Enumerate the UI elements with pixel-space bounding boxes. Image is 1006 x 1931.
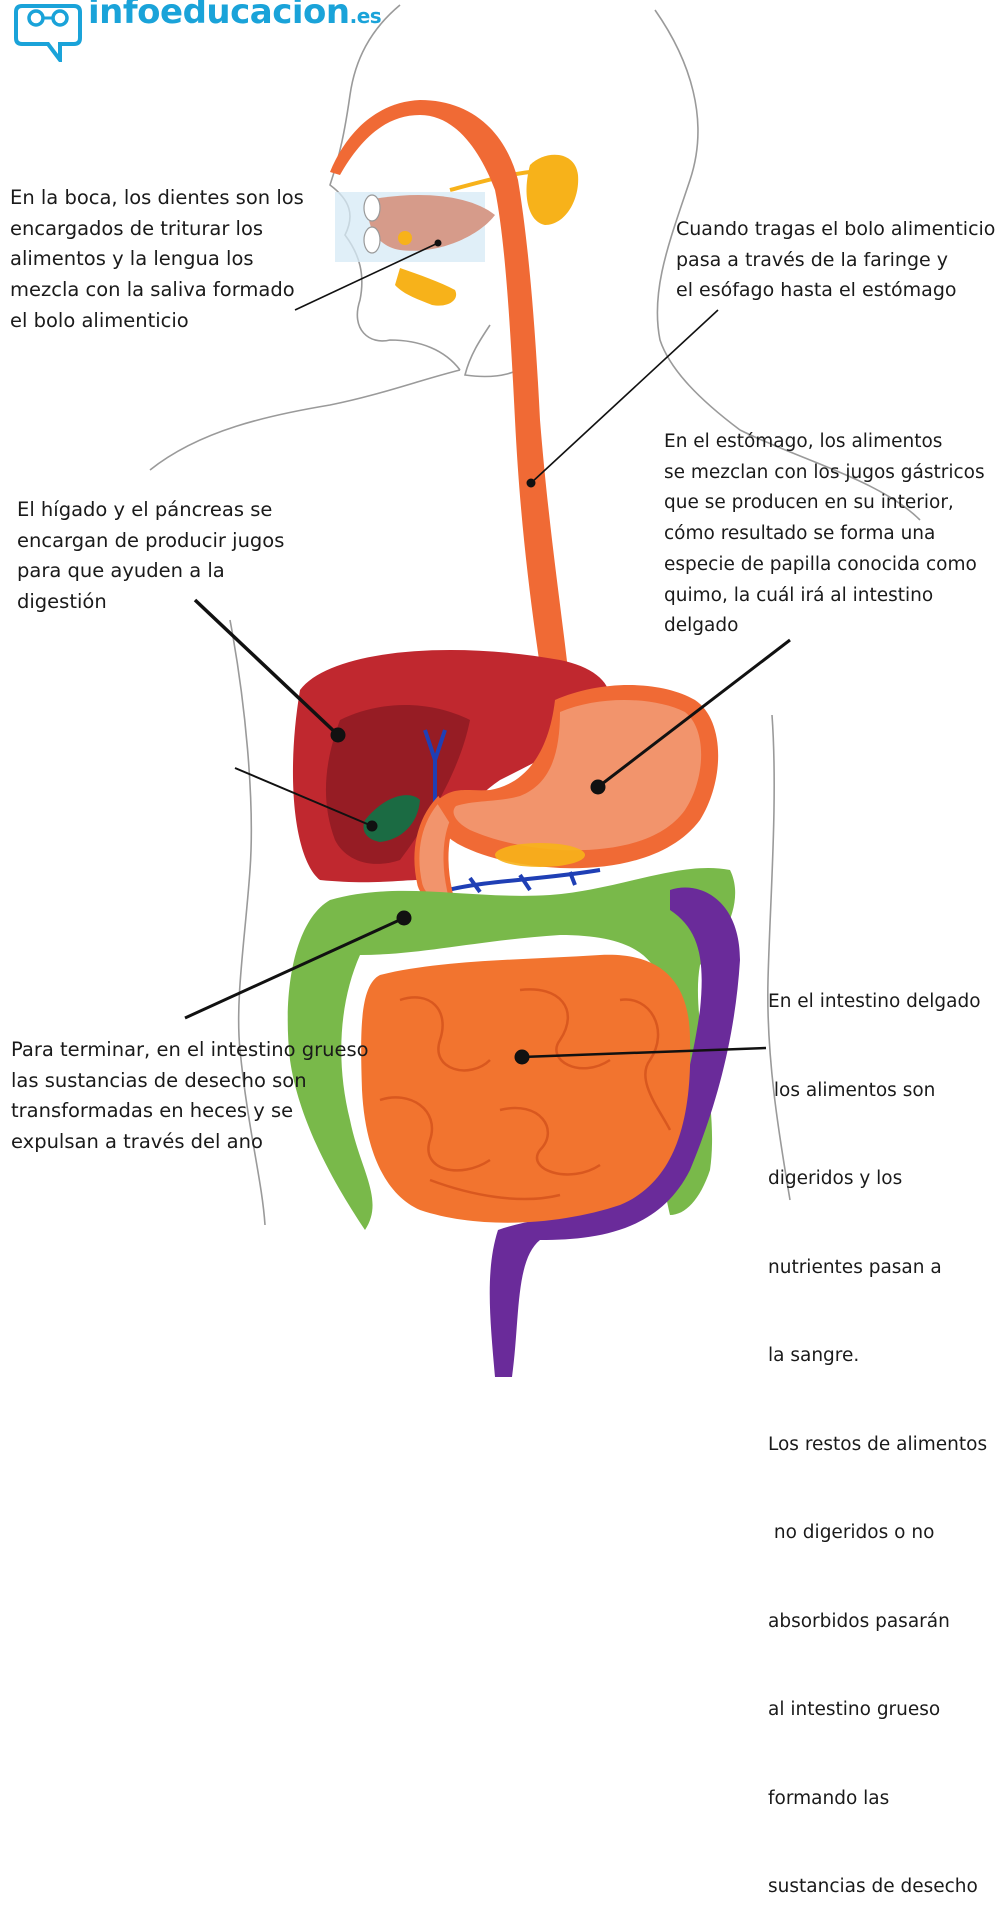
annotation-line: quimo, la cuál irá al intestino — [664, 581, 985, 612]
annotation-line: En el intestino delgado — [768, 987, 987, 1017]
annotation-small-intestine: En el intestino delgado los alimentos so… — [768, 928, 987, 1931]
glasses-bubble-icon — [12, 0, 84, 62]
annotation-line: Cuando tragas el bolo alimenticio — [676, 214, 995, 245]
annotation-line: las sustancias de desecho son — [11, 1066, 369, 1097]
annotation-line: el esófago hasta el estómago — [676, 275, 995, 306]
annotation-line: expulsan a través del ano — [11, 1127, 369, 1158]
annotation-line: cómo resultado se forma una — [664, 519, 985, 550]
annotation-line: delgado — [664, 611, 985, 642]
annotation-line: Los restos de alimentos — [768, 1430, 987, 1460]
annotation-mouth: En la boca, los dientes son los encargad… — [10, 183, 304, 337]
annotation-line: se mezclan con los jugos gástricos — [664, 458, 985, 489]
annotation-line: absorbidos pasarán — [768, 1607, 987, 1637]
annotation-line: En el estómago, los alimentos — [664, 427, 985, 458]
annotation-line: que se producen en su interior, — [664, 488, 985, 519]
annotation-line: nutrientes pasan a — [768, 1253, 987, 1283]
leader-liver — [195, 600, 345, 742]
brand-name: infoeducacion — [88, 0, 350, 32]
annotation-line: digestión — [17, 587, 284, 618]
annotation-line: no digeridos o no — [768, 1518, 987, 1548]
annotation-line: encargan de producir jugos — [17, 526, 284, 557]
brand-logo[interactable]: infoeducacion.es — [12, 0, 372, 70]
annotation-line: encargados de triturar los — [10, 214, 304, 245]
annotation-line: para que ayuden a la — [17, 556, 284, 587]
small-intestine — [361, 955, 690, 1223]
annotation-line: transformadas en heces y se — [11, 1096, 369, 1127]
annotation-line: pasa a través de la faringe y — [676, 245, 995, 276]
annotation-line: mezcla con la saliva formado — [10, 275, 304, 306]
annotation-large-intestine: Para terminar, en el intestino grueso la… — [11, 1035, 369, 1158]
annotation-line: sustancias de desecho — [768, 1872, 987, 1902]
annotation-line: especie de papilla conocida como — [664, 550, 985, 581]
annotation-line: alimentos y la lengua los — [10, 244, 304, 275]
annotation-line: al intestino grueso — [768, 1695, 987, 1725]
mouth-cavity — [335, 155, 578, 306]
annotation-liver-pancreas: El hígado y el páncreas se encargan de p… — [17, 495, 284, 618]
annotation-line: los alimentos son — [768, 1076, 987, 1106]
annotation-line: la sangre. — [768, 1341, 987, 1371]
brand-suffix: .es — [350, 4, 382, 28]
annotation-line: formando las — [768, 1784, 987, 1814]
annotation-line: El hígado y el páncreas se — [17, 495, 284, 526]
salivary-gland-lower — [395, 268, 456, 306]
brand-wordmark: infoeducacion.es — [88, 0, 381, 32]
annotation-line: En la boca, los dientes son los — [10, 183, 304, 214]
annotation-line: digeridos y los — [768, 1164, 987, 1194]
annotation-line: Para terminar, en el intestino grueso — [11, 1035, 369, 1066]
annotation-esophagus: Cuando tragas el bolo alimenticio pasa a… — [676, 214, 995, 306]
salivary-gland-upper — [526, 155, 578, 225]
annotation-stomach: En el estómago, los alimentos se mezclan… — [664, 427, 985, 642]
annotation-line: el bolo alimenticio — [10, 306, 304, 337]
